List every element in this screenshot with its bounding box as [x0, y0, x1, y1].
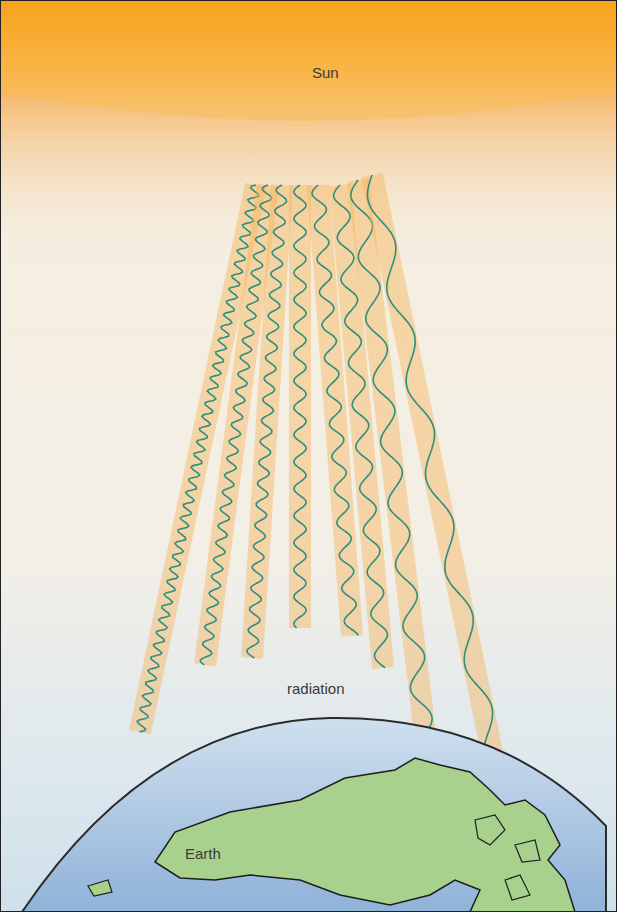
wave-label: radiation	[284, 680, 348, 697]
sun-disc	[0, 0, 617, 121]
earth-label-box: Earth	[181, 843, 225, 864]
node-text: Sun	[312, 64, 339, 81]
radiation-beam	[372, 175, 492, 752]
continent	[155, 758, 575, 912]
sun-label-box: Sun	[308, 62, 343, 83]
radiation-waves	[137, 175, 493, 792]
radiation-beam	[252, 185, 282, 658]
wave	[294, 185, 306, 628]
earth-globe	[22, 718, 606, 912]
wave	[247, 185, 287, 658]
island	[88, 880, 112, 896]
islands	[475, 815, 540, 900]
node-text: Earth	[185, 845, 221, 862]
wave	[368, 175, 493, 754]
radiation-beam	[289, 185, 311, 628]
